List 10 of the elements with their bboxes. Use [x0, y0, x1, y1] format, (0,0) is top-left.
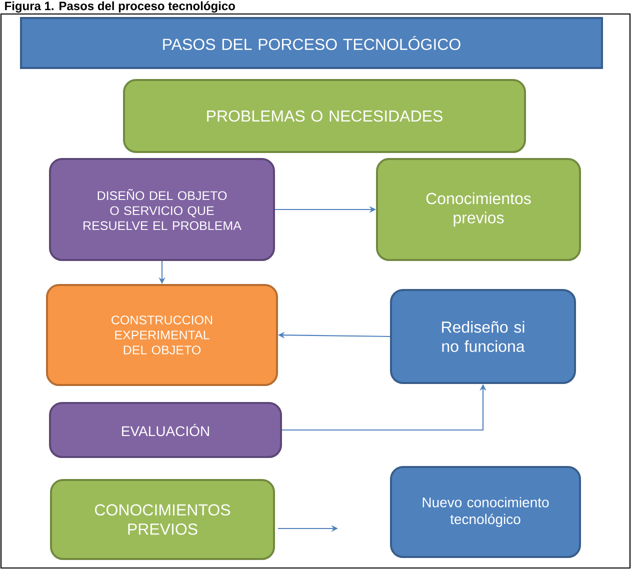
process-box: CONOCIMIENTOS PREVIOS: [50, 479, 275, 560]
process-box: Rediseño si no funciona: [390, 289, 576, 384]
process-box: PROBLEMAS O NECESIDADES: [123, 79, 526, 153]
process-box: CONSTRUCCION EXPERIMENTAL DEL OBJETO: [46, 284, 278, 386]
title-banner: PASOS DEL PORCESO TECNOLÓGICO: [20, 17, 603, 69]
process-box: DISEÑO DEL OBJETO O SERVICIO QUE RESUELVE EL PROBLEMA: [49, 158, 275, 261]
process-box: Nuevo conocimiento tecnológico: [390, 466, 581, 558]
process-box: Conocimientos previos: [376, 158, 581, 261]
figure-title: Figura 1. Pasos del proceso tecnológico: [5, 1, 235, 13]
process-box: EVALUACIÓN: [49, 402, 282, 458]
